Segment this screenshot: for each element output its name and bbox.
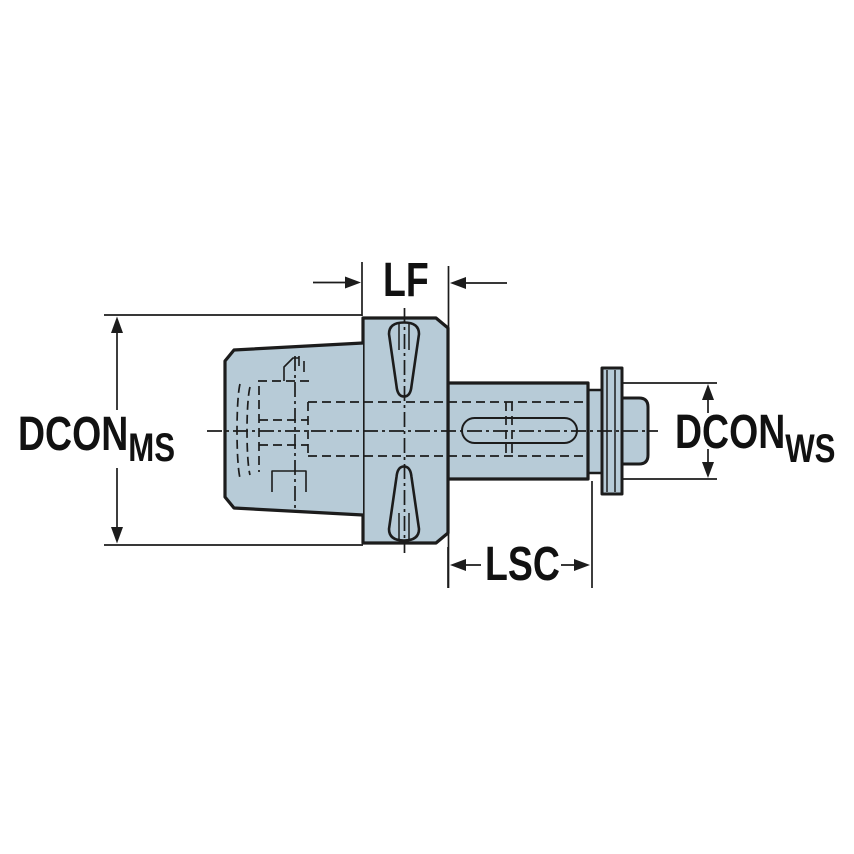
dcon-ws-label-text: DCON	[675, 406, 786, 459]
slot-top-inner-wall	[398, 324, 410, 350]
dimension-label-lf: LF	[383, 257, 429, 305]
centerlines	[207, 308, 658, 553]
drive-slot-top	[387, 321, 421, 398]
dcon-ms-arrowhead-up	[111, 316, 123, 333]
lf-label-text: LF	[383, 254, 429, 307]
dcon-ms-label-subscript: MS	[128, 426, 176, 470]
slot-bottom-inner-wall	[398, 513, 410, 539]
dimension-label-lsc: LSC	[485, 541, 560, 589]
dcon-ms-label-text: DCON	[18, 408, 129, 461]
bottom-notch-detail	[271, 470, 307, 492]
dimension-lines	[104, 262, 717, 588]
dcon-ms-arrowhead-down	[111, 527, 123, 544]
dcon-ws-arrowhead-down	[702, 462, 714, 478]
dcon-ws-label-subscript: WS	[785, 427, 836, 471]
lsc-label-text: LSC	[485, 538, 560, 591]
lf-arrowhead-right-pointing	[345, 276, 361, 289]
lsc-arrowhead-left	[450, 559, 466, 571]
dimension-label-dcon-ms: DCON MS	[18, 408, 176, 470]
gripper-groove-detail	[283, 356, 305, 381]
dcon-ws-arrowhead-up	[702, 384, 714, 400]
arrowheads	[111, 276, 714, 571]
taper-cone-outline	[223, 341, 364, 517]
lsc-arrowhead-right	[574, 559, 590, 571]
drawing-root	[104, 262, 717, 588]
taper-cone-fill	[225, 343, 363, 515]
dimension-label-dcon-ws: DCON WS	[675, 406, 836, 471]
lf-arrowhead-left-pointing	[450, 277, 466, 289]
